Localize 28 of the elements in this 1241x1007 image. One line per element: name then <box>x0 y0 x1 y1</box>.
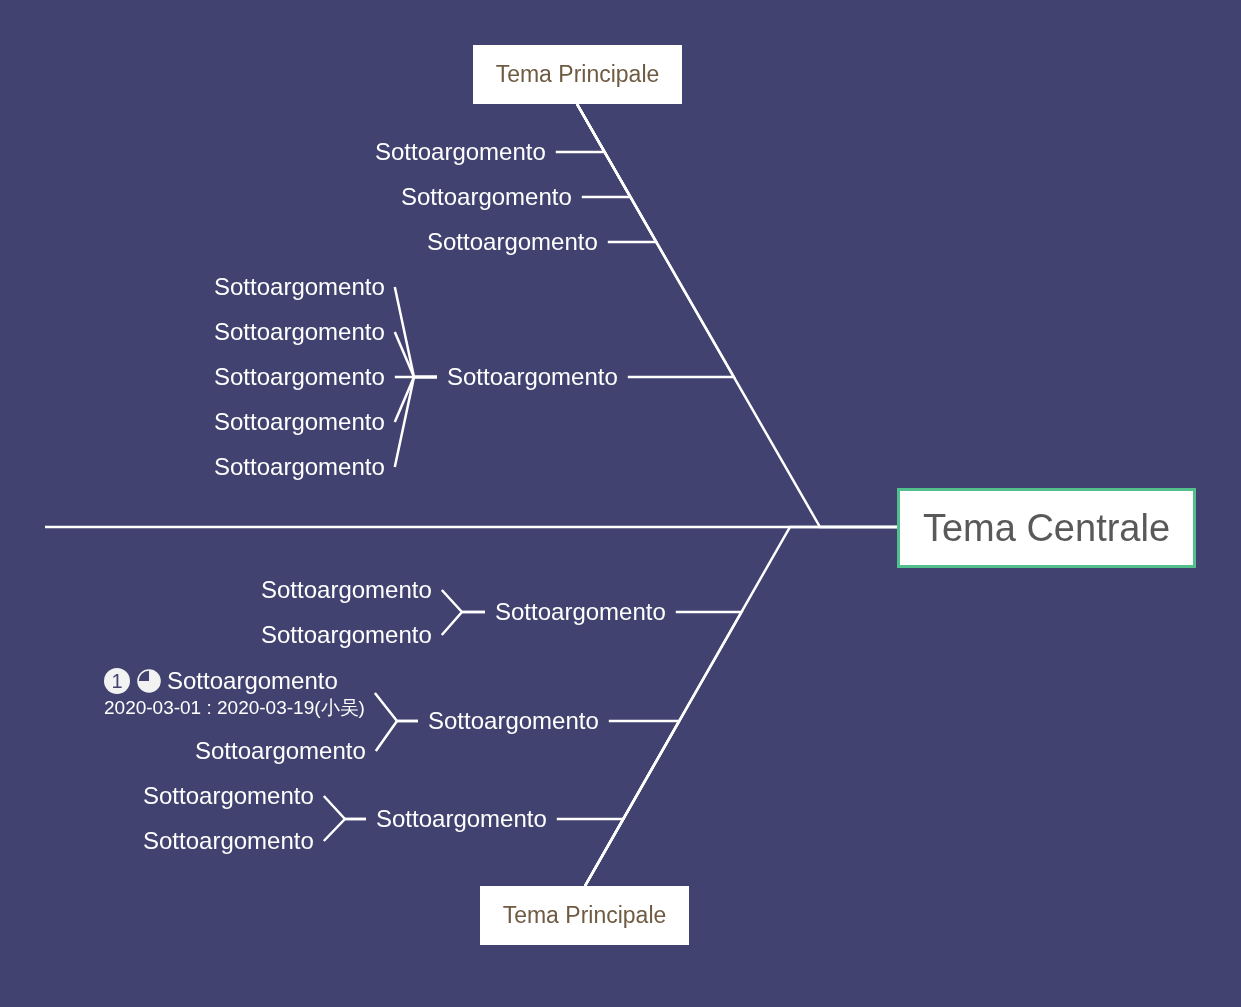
subtopic-label: Sottoargomento <box>133 826 324 856</box>
subtopic-label: Sottoargomento <box>167 666 338 696</box>
subtopic-label: Sottoargomento <box>391 182 582 212</box>
bracket-line <box>374 719 418 752</box>
subtopic-label: Sottoargomento <box>366 804 557 834</box>
subtopic-label: Sottoargomento <box>417 227 608 257</box>
subtopic-label: Sottoargomento <box>204 272 395 302</box>
main-topic-box: Tema Principale <box>473 45 682 104</box>
subtopic-label: Sottoargomento <box>365 137 556 167</box>
subtopic-label: Sottoargomento <box>251 575 442 605</box>
subtopic-label: Sottoargomento <box>185 736 376 766</box>
subtopic-label: Sottoargomento <box>251 620 442 650</box>
subtopic-label: Sottoargomento <box>204 362 395 392</box>
subtopic-label: Sottoargomento <box>437 362 628 392</box>
branch-line <box>575 103 736 379</box>
subtopic-label: Sottoargomento <box>204 317 395 347</box>
branch-line <box>556 817 626 887</box>
main-topic-box: Tema Principale <box>480 886 689 945</box>
subtopic-label: Sottoargomento <box>204 452 395 482</box>
subtopic-label: Sottoargomento <box>418 706 609 736</box>
subtopic-label: Sottoargomento <box>133 781 324 811</box>
bracket-line <box>322 817 366 842</box>
central-topic-box: Tema Centrale <box>897 488 1196 568</box>
subtopic-label: Sottoargomento <box>485 597 676 627</box>
subtopic-label: Sottoargomento <box>204 407 395 437</box>
date-text: 2020-03-01 : 2020-03-19(小吴) <box>104 696 365 720</box>
bracket-line <box>393 375 437 468</box>
bracket-line <box>440 610 485 636</box>
